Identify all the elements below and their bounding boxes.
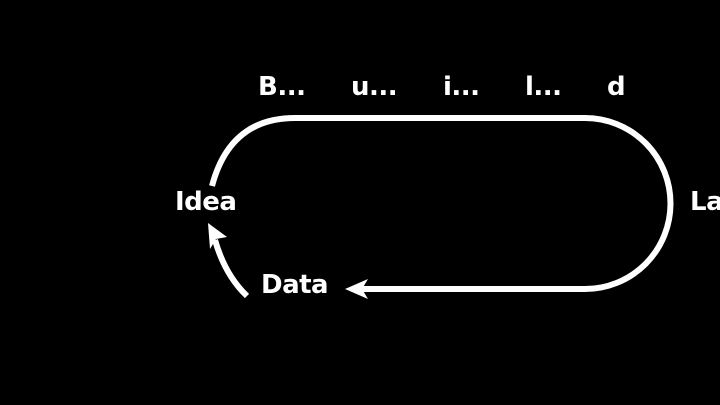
title-letter-b: B... (258, 72, 306, 102)
node-learn-partial: La (690, 187, 720, 217)
title-letter-i: i... (443, 72, 480, 102)
data-to-idea-arc (212, 239, 250, 299)
data-arrowhead-icon (345, 279, 368, 299)
build-loop-path (209, 115, 674, 292)
node-idea: Idea (175, 187, 237, 217)
title-letter-l: l... (525, 72, 562, 102)
title-letter-d: d (607, 72, 626, 102)
node-data: Data (261, 270, 329, 300)
title-letter-u: u... (351, 72, 398, 102)
idea-arrowhead-icon (208, 223, 227, 249)
